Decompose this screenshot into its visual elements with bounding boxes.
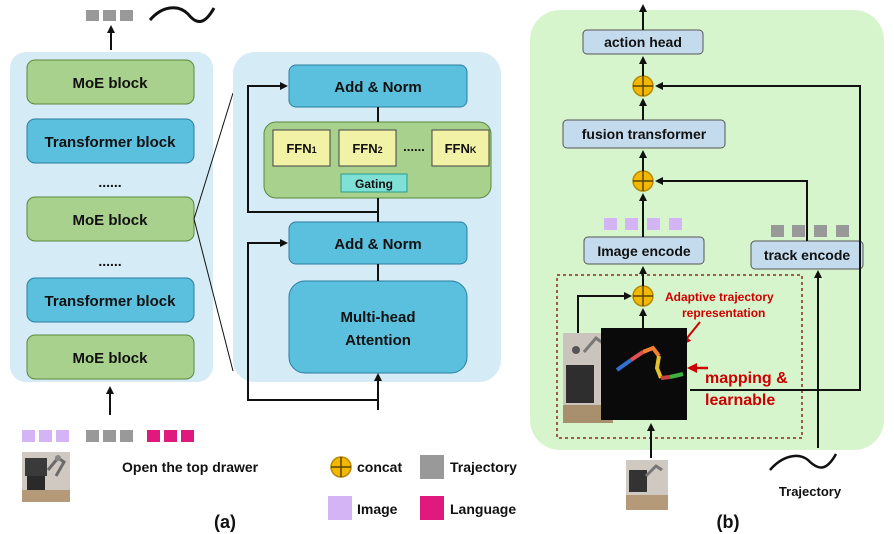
- mapping-label-line1: mapping &: [705, 370, 788, 387]
- ffn-ellipsis: ......: [403, 139, 425, 154]
- input-image-tokens: [22, 430, 69, 442]
- transformer-block-bottom-label: Transformer block: [45, 293, 177, 310]
- image-encode-label: Image encode: [597, 243, 691, 259]
- panel-a: MoE block Transformer block ...... MoE b…: [10, 6, 501, 532]
- legend-image-swatch: [328, 496, 352, 520]
- legend-language-swatch: [420, 496, 444, 520]
- adaptive-label-line2: representation: [682, 306, 765, 320]
- gating-box: [340, 173, 408, 193]
- trajectory-overlay-image: [601, 328, 687, 420]
- fusion-transformer-label: fusion transformer: [582, 126, 707, 142]
- concat-icon-low: [632, 285, 654, 307]
- zoom-line-bottom: [193, 218, 234, 372]
- panel-b-connectors: [577, 4, 861, 458]
- output-trajectory-tokens: [86, 10, 133, 21]
- concat-icon: [330, 456, 352, 478]
- zoom-line-top: [193, 92, 234, 220]
- attention-label-line2: Attention: [345, 332, 411, 349]
- concat-icon-mid: [632, 170, 654, 192]
- trajectory-tokens-b: [771, 225, 849, 237]
- detail-connectors: [247, 82, 382, 410]
- panel-b: action head fusion transformer Image enc…: [530, 4, 884, 532]
- panel-b-caption: (b): [717, 512, 740, 532]
- output-trajectory-curve: [148, 6, 216, 23]
- transformer-block-bottom: [26, 277, 195, 323]
- moe-block-mid-label: MoE block: [72, 212, 148, 229]
- adaptive-region: [556, 274, 803, 439]
- mapping-label-line2: learnable: [705, 392, 775, 409]
- transformer-block-top-label: Transformer block: [45, 134, 177, 151]
- moe-block-bottom: [26, 334, 195, 380]
- transformer-block-top: [26, 118, 195, 164]
- adaptive-label-line1: Adaptive trajectory: [665, 290, 774, 304]
- legend-image-label: Image: [357, 501, 398, 517]
- legend: concat Trajectory Image Language: [328, 455, 517, 520]
- concat-icon-top: [632, 75, 654, 97]
- instruction-text: Open the top drawer: [122, 459, 259, 475]
- moe-block-top: [26, 59, 195, 105]
- image-tokens-b: [604, 218, 682, 230]
- multi-head-attention: [288, 280, 468, 374]
- legend-trajectory-label: Trajectory: [450, 459, 517, 475]
- trajectory-input-label: Trajectory: [779, 484, 842, 499]
- add-norm-bottom-label: Add & Norm: [334, 236, 422, 253]
- stack-ellipsis-2: ......: [98, 253, 121, 269]
- legend-language-label: Language: [450, 501, 516, 517]
- ffn-k-label: FFNK: [445, 141, 477, 156]
- trajectory-input-curve: [769, 453, 838, 471]
- legend-trajectory-swatch: [420, 455, 444, 479]
- input-trajectory-tokens: [86, 430, 133, 442]
- track-encode-label: track encode: [764, 247, 851, 263]
- moe-block-top-label: MoE block: [72, 75, 148, 92]
- ffn-1-box: [272, 129, 331, 167]
- moe-block-bottom-label: MoE block: [72, 350, 148, 367]
- stack-ellipsis-1: ......: [98, 174, 121, 190]
- ffn-k-box: [431, 129, 490, 167]
- action-head-label: action head: [604, 34, 682, 50]
- add-norm-top-label: Add & Norm: [334, 79, 422, 96]
- ffn-1-label: FFN1: [286, 141, 316, 156]
- input-language-tokens: [147, 430, 194, 442]
- legend-concat-label: concat: [357, 459, 402, 475]
- ffn-2-box: [338, 129, 397, 167]
- robot-scene-input-b: [626, 460, 668, 510]
- attention-label-line1: Multi-head: [341, 309, 416, 326]
- gating-label: Gating: [355, 177, 393, 191]
- panel-a-caption: (a): [214, 512, 236, 532]
- robot-scene-thumbnail: [22, 452, 70, 502]
- ffn-2-label: FFN2: [352, 141, 382, 156]
